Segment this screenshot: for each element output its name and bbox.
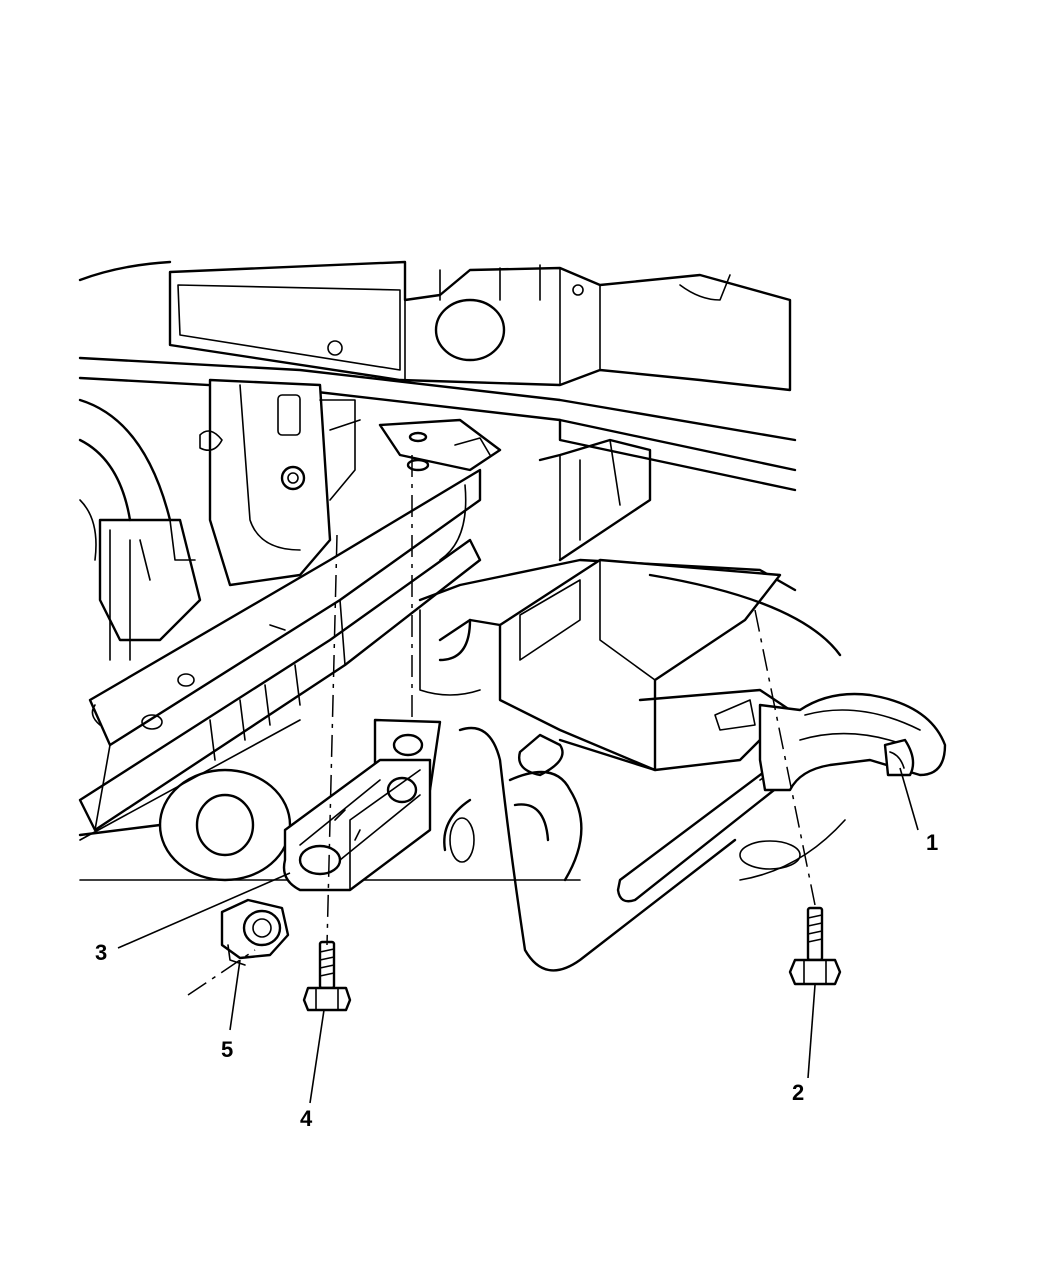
callout-3: 3 <box>95 940 107 965</box>
part-4-bolt <box>302 940 352 1012</box>
assembly-centerlines <box>187 455 816 996</box>
callout-4: 4 <box>300 1106 313 1131</box>
part-1-tow-hook <box>758 692 947 792</box>
callout-1: 1 <box>926 830 938 855</box>
part-2-bolt <box>788 906 842 986</box>
leader-lines <box>117 767 919 1104</box>
vehicle-frame-assembly <box>78 260 846 972</box>
callout-labels: 1 2 3 4 5 <box>95 830 938 1131</box>
part-5-nut <box>220 898 290 966</box>
callout-5: 5 <box>221 1037 233 1062</box>
part-3-tow-bracket <box>282 718 442 892</box>
callout-2: 2 <box>792 1080 804 1105</box>
